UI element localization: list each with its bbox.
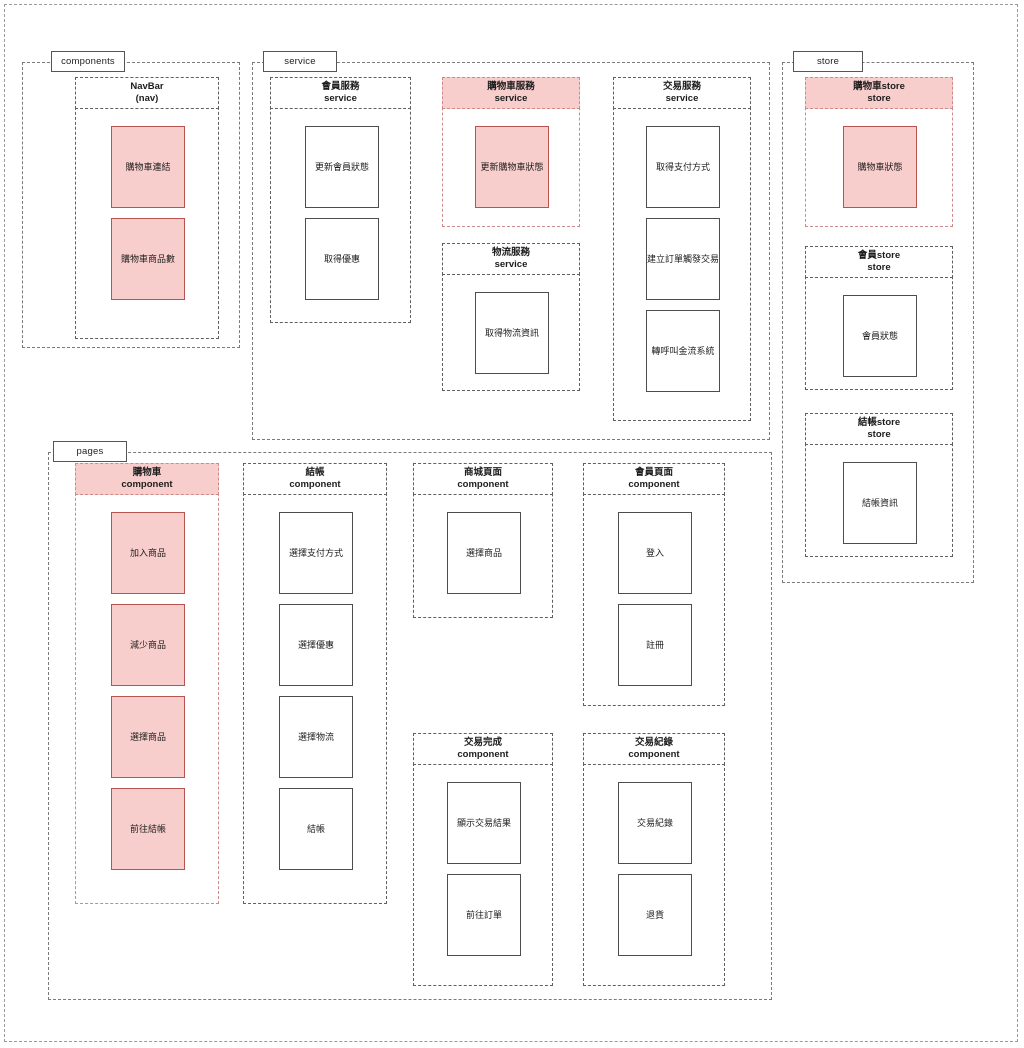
- node-box[interactable]: 減少商品: [111, 604, 185, 686]
- package-stereotype: component: [457, 479, 509, 490]
- node-box[interactable]: 建立訂單觸發交易: [646, 218, 720, 300]
- package-title: 商城頁面: [463, 467, 502, 478]
- node-box[interactable]: 前往訂單: [447, 874, 521, 956]
- package-stereotype: store: [867, 93, 891, 104]
- package-title: 交易完成: [463, 737, 502, 748]
- package-stereotype: (nav): [135, 93, 159, 104]
- package-title: NavBar: [130, 81, 164, 92]
- package-header: NavBar(nav): [75, 77, 219, 109]
- node-box[interactable]: 結帳資訊: [843, 462, 917, 544]
- node-box[interactable]: 選擇商品: [447, 512, 521, 594]
- node-box[interactable]: 更新購物車狀態: [475, 126, 549, 208]
- node-box[interactable]: 更新會員狀態: [305, 126, 379, 208]
- node-box[interactable]: 選擇支付方式: [279, 512, 353, 594]
- package-stereotype: component: [628, 479, 680, 490]
- package-stereotype: component: [121, 479, 173, 490]
- package-stereotype: store: [867, 262, 891, 273]
- package-title: 會員頁面: [634, 467, 673, 478]
- package-title: 結帳store: [857, 417, 901, 428]
- node-box[interactable]: 購物車連結: [111, 126, 185, 208]
- group-tab-store[interactable]: store: [793, 51, 863, 72]
- package-title: 物流服務: [491, 247, 530, 258]
- package-stereotype: component: [628, 749, 680, 760]
- node-box[interactable]: 轉呼叫金流系統: [646, 310, 720, 392]
- node-box[interactable]: 取得優惠: [305, 218, 379, 300]
- package-title: 購物車服務: [487, 81, 535, 92]
- package-stereotype: store: [867, 429, 891, 440]
- package-stereotype: service: [665, 93, 699, 104]
- node-box[interactable]: 加入商品: [111, 512, 185, 594]
- node-box[interactable]: 交易紀錄: [618, 782, 692, 864]
- node-box[interactable]: 取得支付方式: [646, 126, 720, 208]
- group-tab-service[interactable]: service: [263, 51, 337, 72]
- node-box[interactable]: 退貨: [618, 874, 692, 956]
- package-title: 購物車: [132, 467, 162, 478]
- node-box[interactable]: 購物車狀態: [843, 126, 917, 208]
- node-box[interactable]: 登入: [618, 512, 692, 594]
- node-box[interactable]: 取得物流資訊: [475, 292, 549, 374]
- node-box[interactable]: 購物車商品數: [111, 218, 185, 300]
- package-title: 會員服務: [321, 81, 360, 92]
- package-stereotype: component: [289, 479, 341, 490]
- node-box[interactable]: 選擇物流: [279, 696, 353, 778]
- group-tab-pages[interactable]: pages: [53, 441, 127, 462]
- node-box[interactable]: 前往結帳: [111, 788, 185, 870]
- node-box[interactable]: 會員狀態: [843, 295, 917, 377]
- group-tab-components[interactable]: components: [51, 51, 125, 72]
- package-stereotype: service: [494, 93, 528, 104]
- package-title: 會員store: [857, 250, 901, 261]
- node-box[interactable]: 選擇優惠: [279, 604, 353, 686]
- node-box[interactable]: 註冊: [618, 604, 692, 686]
- page-frame: [4, 4, 1018, 1042]
- package-stereotype: service: [494, 259, 528, 270]
- package-stereotype: service: [324, 93, 357, 104]
- package-title: 交易服務: [662, 81, 701, 92]
- package-title: 交易紀錄: [634, 737, 673, 748]
- node-box[interactable]: 選擇商品: [111, 696, 185, 778]
- package-stereotype: component: [457, 749, 509, 760]
- package-title: 結帳: [305, 467, 325, 478]
- node-box[interactable]: 結帳: [279, 788, 353, 870]
- package-title: 購物車store: [853, 81, 905, 92]
- package-nav-0[interactable]: NavBar(nav) 購物車連結購物車商品數: [75, 77, 219, 339]
- node-box[interactable]: 顯示交易結果: [447, 782, 521, 864]
